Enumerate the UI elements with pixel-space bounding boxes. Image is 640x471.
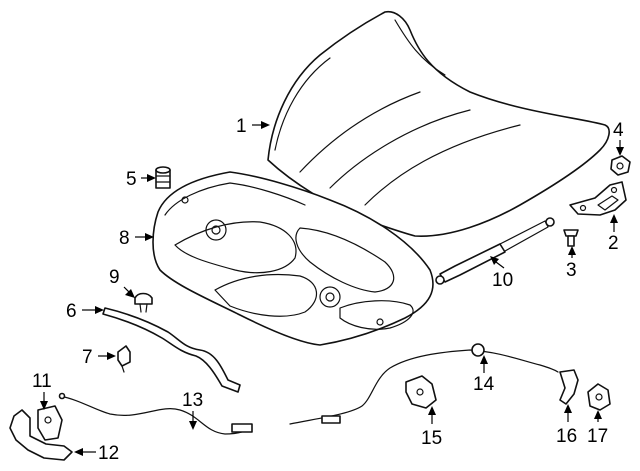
callout-3: 3 [566, 260, 577, 281]
callout-16: 16 [556, 426, 577, 447]
hood-seal[interactable] [102, 307, 241, 393]
hinge-bolt[interactable] [563, 229, 579, 247]
callout-6: 6 [66, 301, 77, 322]
callout-15: 15 [421, 428, 442, 449]
callout-10: 10 [492, 270, 513, 291]
callout-12: 12 [98, 443, 119, 464]
hood-latch[interactable] [9, 405, 73, 461]
release-cable[interactable] [58, 392, 253, 435]
callout-14: 14 [473, 374, 495, 395]
hood-panel[interactable] [267, 10, 610, 237]
hood-strut[interactable] [435, 217, 555, 285]
hood-bumper[interactable] [155, 166, 171, 189]
callout-9: 9 [109, 267, 120, 288]
hood-hinge[interactable] [569, 181, 627, 216]
callout-8: 8 [119, 228, 130, 249]
seal-clip[interactable] [117, 345, 131, 373]
release-handle[interactable] [405, 375, 437, 409]
hood-striker[interactable] [587, 383, 611, 411]
hood-inner-panel[interactable] [152, 171, 434, 346]
callout-labels: 1 2 3 4 5 6 7 8 9 10 11 12 13 14 15 16 1… [32, 116, 624, 464]
insulator-clip[interactable] [134, 292, 153, 313]
callout-4: 4 [613, 120, 624, 141]
leader-lines [40, 121, 624, 456]
callout-1: 1 [236, 116, 247, 137]
callout-13: 13 [182, 390, 203, 411]
secondary-cable[interactable] [289, 343, 559, 425]
safety-catch[interactable] [559, 369, 579, 405]
callout-11: 11 [32, 371, 52, 392]
hinge-nut[interactable] [610, 155, 631, 176]
callout-2: 2 [608, 233, 619, 254]
callout-7: 7 [82, 347, 93, 368]
callout-17: 17 [587, 426, 608, 447]
callout-5: 5 [126, 169, 137, 190]
